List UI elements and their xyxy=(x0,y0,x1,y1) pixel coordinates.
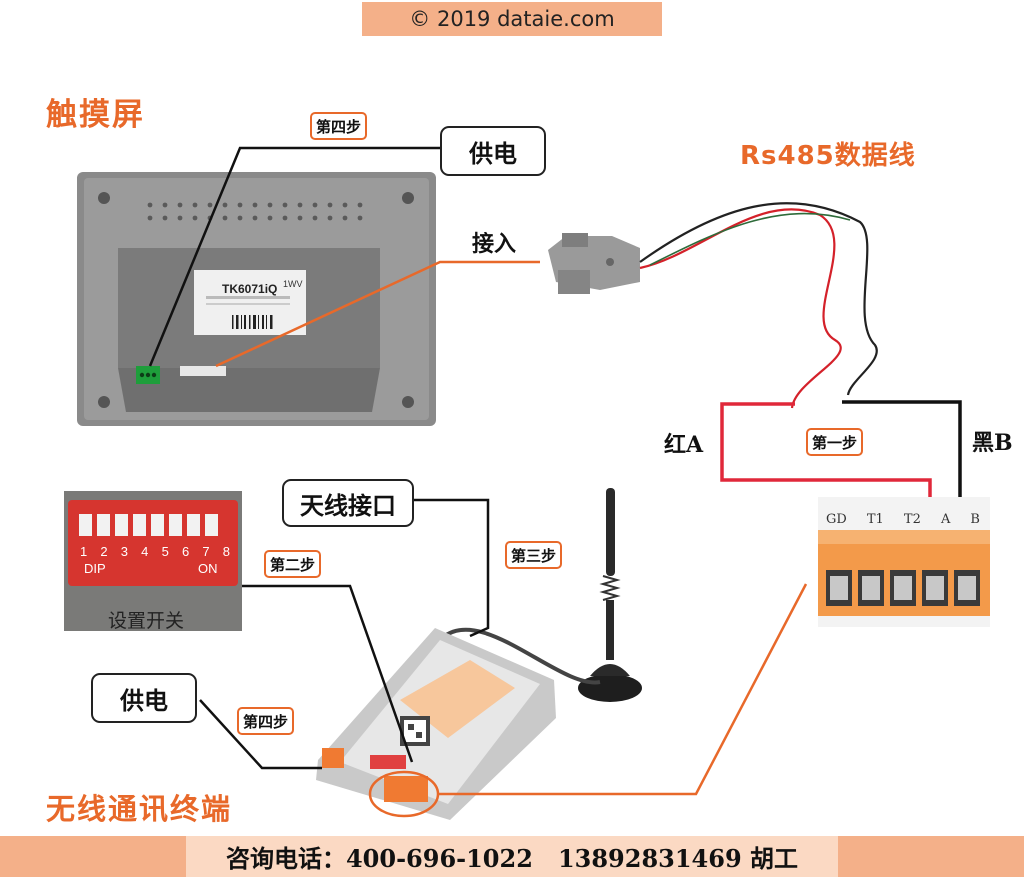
pin-label: T2 xyxy=(903,512,921,527)
dip-number: 1 xyxy=(80,544,88,559)
black-wire xyxy=(639,202,878,396)
dip-line xyxy=(242,584,414,763)
pin-label: B xyxy=(970,512,980,527)
wireless-terminal-title: 无线通讯终端 xyxy=(46,792,233,826)
terminal-pin-labels: GD T1 T2 A B xyxy=(826,512,980,527)
device-model: TK6071iQ xyxy=(222,282,278,296)
black-b-label: 黑B xyxy=(972,430,1013,456)
dip-right-text: ON xyxy=(198,561,218,576)
pin-label: A xyxy=(940,512,951,527)
dip-caption: 设置开关 xyxy=(108,610,185,632)
dip-left-text: DIP xyxy=(84,561,106,576)
dip-number: 7 xyxy=(202,544,210,559)
dip-number: 8 xyxy=(222,544,230,559)
dip-number: 4 xyxy=(141,544,149,559)
antenna-port-line xyxy=(412,498,490,638)
rs485-title: Rs485数据线 xyxy=(740,141,916,171)
antenna xyxy=(578,488,642,702)
power-top-line xyxy=(148,146,440,367)
pin-label: GD xyxy=(826,512,847,527)
dip-numbers: 1 2 3 4 5 6 7 8 xyxy=(80,544,230,559)
step-four-bottom: 第四步 xyxy=(237,707,295,735)
copyright-bar: © 2019 dataie.com xyxy=(362,2,662,36)
power-bottom-line xyxy=(199,699,322,770)
contact-text: 咨询电话：400-696-1022 13892831469 胡工 xyxy=(225,844,799,873)
power-bottom-box: 供电 xyxy=(91,673,197,723)
touchscreen-device xyxy=(77,172,436,426)
device-badge: 1WV xyxy=(283,279,303,289)
antenna-cable xyxy=(438,627,601,685)
antenna-port-box: 天线接口 xyxy=(282,479,414,527)
step-three: 第三步 xyxy=(505,541,563,569)
step-two: 第二步 xyxy=(264,550,322,578)
contact-bar: 咨询电话：400-696-1022 13892831469 胡工 xyxy=(0,836,1024,877)
dip-switch-photo xyxy=(64,491,242,631)
red-wire xyxy=(639,208,842,409)
dip-number: 6 xyxy=(181,544,190,559)
pin-label: T1 xyxy=(866,512,884,527)
green-wire xyxy=(649,212,851,266)
wireless-terminal-device xyxy=(316,628,556,820)
copyright-text: © 2019 dataie.com xyxy=(409,7,615,31)
connect-label: 接入 xyxy=(472,231,517,257)
red-a-label: 红A xyxy=(664,432,704,458)
step-one: 第一步 xyxy=(806,428,864,456)
dip-number: 3 xyxy=(120,544,129,559)
power-top-box: 供电 xyxy=(440,126,546,176)
contact-inner: 咨询电话：400-696-1022 13892831469 胡工 xyxy=(185,836,839,877)
dip-number: 5 xyxy=(161,544,169,559)
step-four-top: 第四步 xyxy=(310,112,368,140)
dip-number: 2 xyxy=(100,544,108,559)
connect-line xyxy=(215,260,540,368)
terminal-block xyxy=(818,497,990,627)
db9-connector xyxy=(548,233,640,294)
touchscreen-title: 触摸屏 xyxy=(46,97,145,133)
terminal-link-line xyxy=(438,583,808,796)
